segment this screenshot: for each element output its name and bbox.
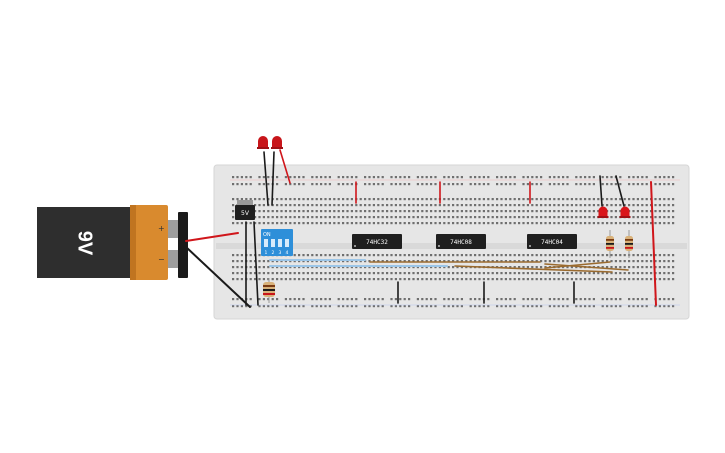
resistor-left[interactable] [263, 278, 275, 303]
regulator-label: 5V [241, 210, 250, 217]
led-top-left[interactable] [257, 136, 269, 149]
dip-toggle-3[interactable] [278, 239, 282, 247]
wire-led-red [279, 149, 291, 184]
wire-brown-4 [544, 261, 611, 269]
resistor-right-1[interactable] [606, 230, 614, 258]
resistor-right-2[interactable] [625, 230, 633, 258]
wire-led-anode-1 [263, 151, 269, 206]
led-right-2[interactable] [619, 206, 631, 219]
battery-snap [178, 212, 188, 278]
wires [185, 149, 657, 308]
wire-battery-minus [185, 246, 251, 308]
dip-switch[interactable]: ON 1 2 3 4 [261, 229, 293, 256]
chip-74hc04[interactable]: 74HC04 [527, 234, 577, 249]
battery-plus-label: + [158, 224, 165, 233]
dip-on-label: ON [263, 232, 271, 238]
battery-minus-label: − [158, 255, 165, 264]
chip-74hc32-label: 74HC32 [366, 239, 388, 246]
dip-toggle-1[interactable] [264, 239, 268, 247]
led-top-right[interactable] [271, 136, 283, 149]
wire-right-black-2 [615, 175, 625, 207]
voltage-regulator[interactable]: 5V [235, 200, 255, 220]
wire-reg-out [253, 221, 259, 306]
chip-74hc08-label: 74HC08 [450, 239, 472, 246]
dip-position-4: 4 [286, 250, 289, 256]
dip-toggle-4[interactable] [285, 239, 289, 247]
dip-toggle-2[interactable] [271, 239, 275, 247]
wire-right-black [599, 175, 603, 207]
wire-brown-2 [454, 265, 613, 273]
chip-74hc32[interactable]: 74HC32 [352, 234, 402, 249]
dip-position-2: 2 [272, 250, 275, 256]
dip-position-3: 3 [279, 250, 282, 256]
wire-led-anode-2 [271, 151, 275, 206]
led-right-1[interactable] [597, 206, 609, 219]
wire-battery-plus [185, 232, 239, 242]
wire-right-red [650, 181, 657, 306]
battery-9v[interactable]: 9V + − [37, 205, 188, 280]
chip-74hc04-label: 74HC04 [541, 239, 563, 246]
dip-position-1: 1 [265, 250, 268, 256]
chip-74hc08[interactable]: 74HC08 [436, 234, 486, 249]
battery-label: 9V [74, 231, 96, 256]
wire-brown-3 [544, 263, 629, 271]
